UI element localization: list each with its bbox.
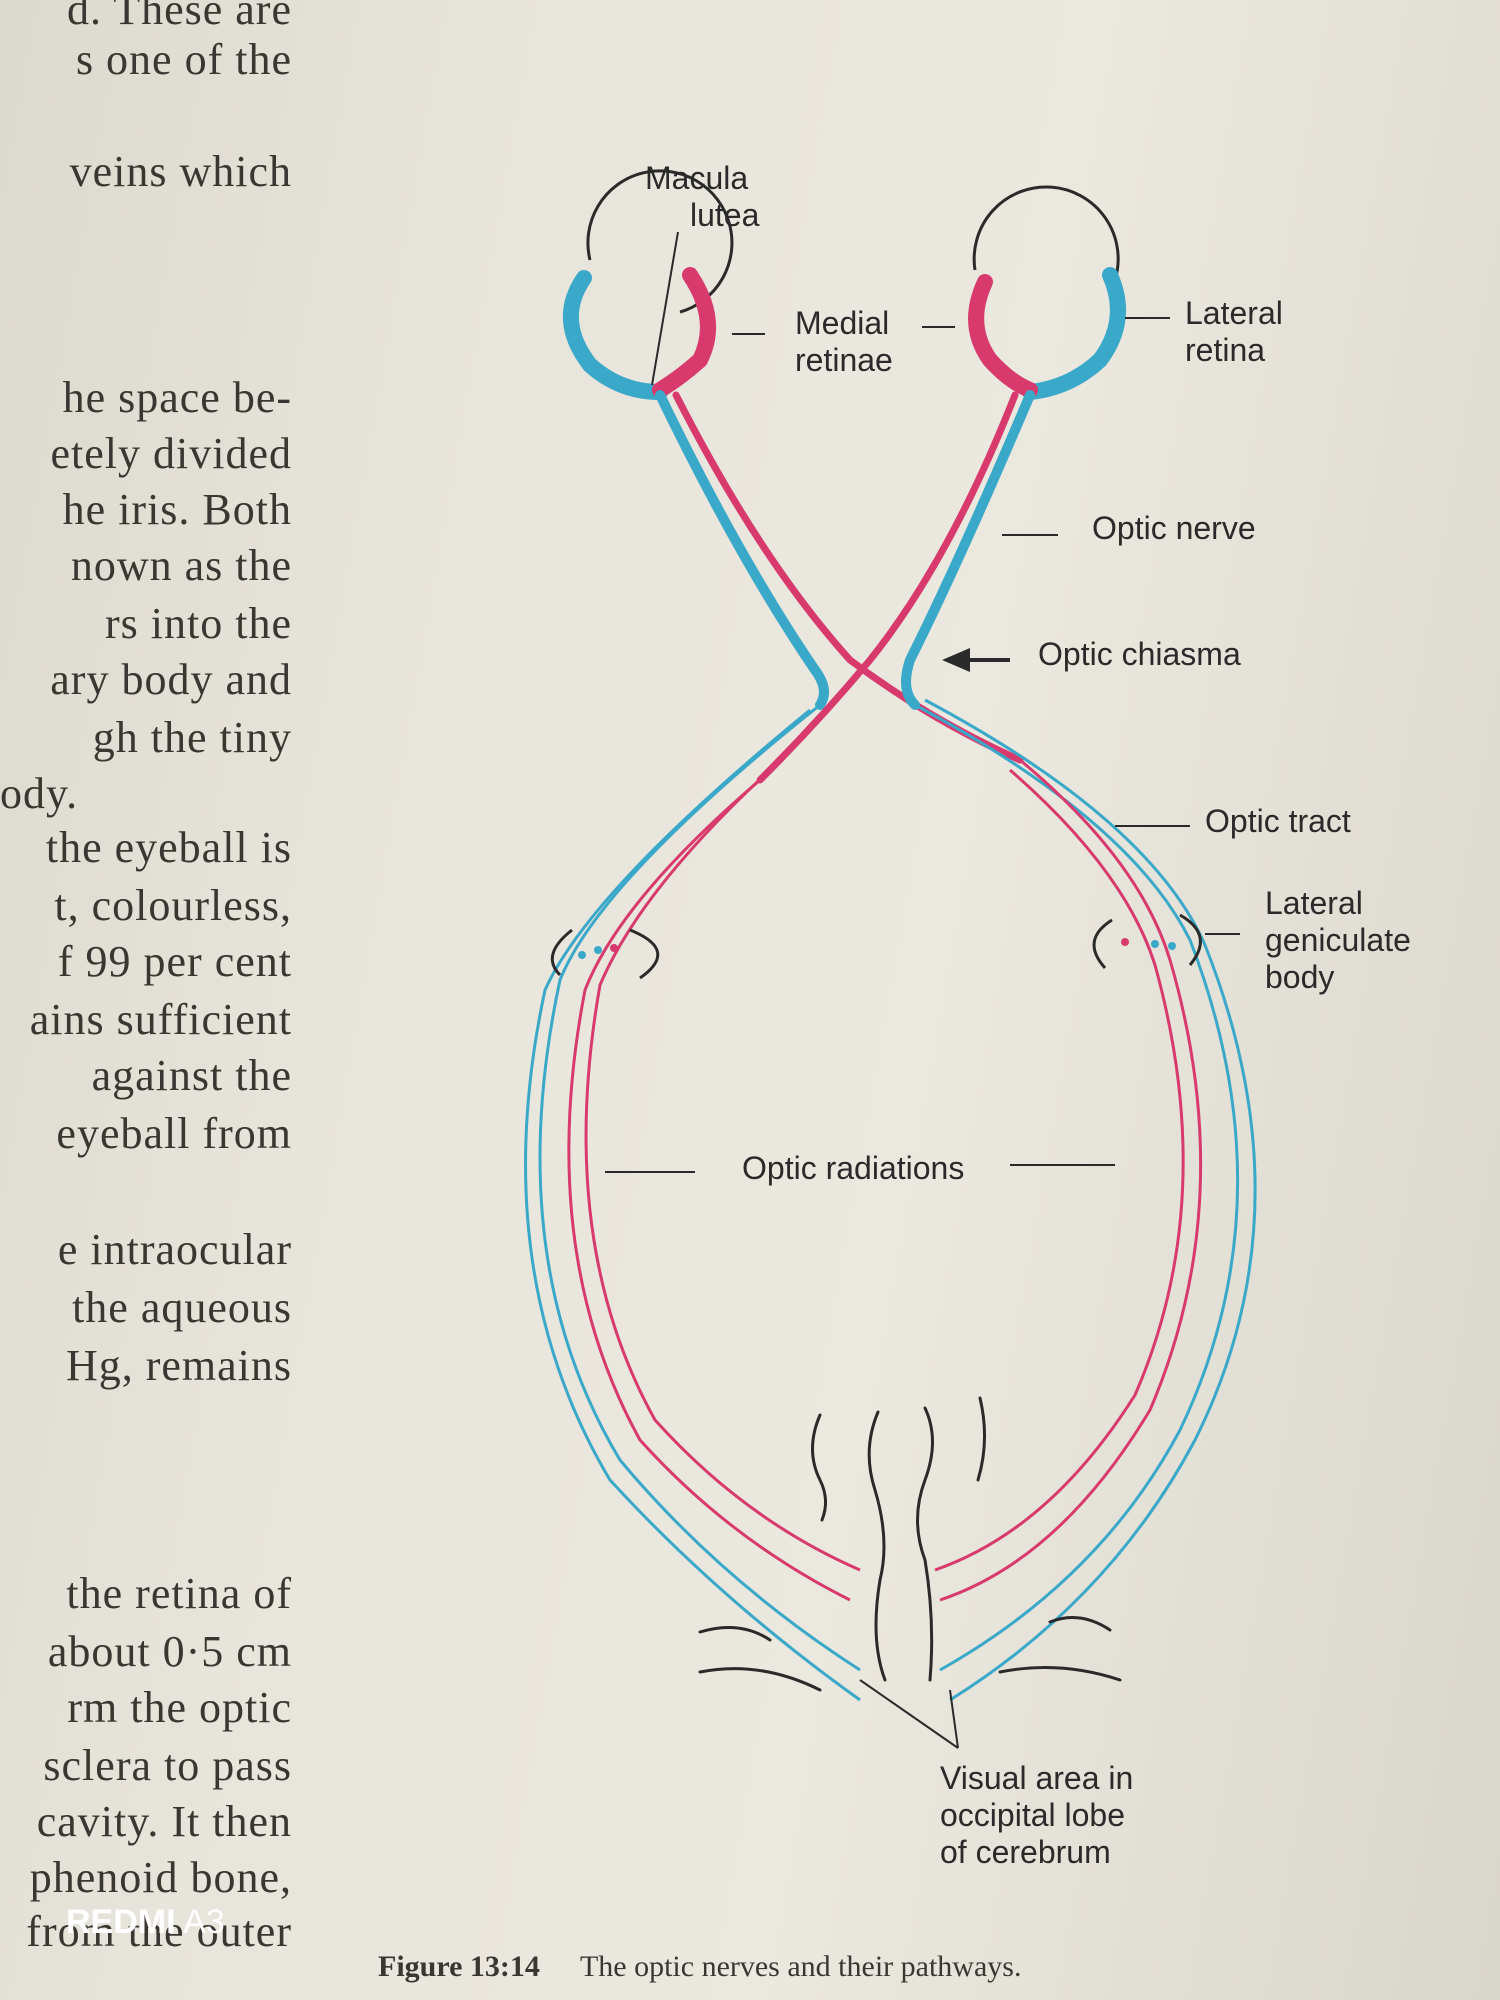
occipital-lobe-outline: [698, 1396, 1122, 1692]
label-leaders: [605, 317, 1240, 1173]
text-line: against the: [91, 1051, 292, 1100]
text-line: nown as the: [70, 541, 292, 590]
label-lateral-geniculate-body: Lateral geniculate body: [1265, 885, 1411, 996]
text-line: from the outer: [26, 1907, 292, 1956]
text-line: the aqueous: [72, 1283, 292, 1332]
text-line: veins which: [69, 147, 292, 196]
label-line: Lateral: [1185, 295, 1283, 331]
label-line: Lateral: [1265, 885, 1363, 921]
figure-number: Figure 13:14: [378, 1950, 540, 1983]
right-geniculate-body: [1092, 913, 1202, 969]
text-line: cavity. It then: [36, 1797, 292, 1846]
text-line: t, colourless,: [54, 881, 292, 930]
macula-pointer-line: [651, 231, 679, 386]
right-eyeball: [968, 185, 1126, 400]
optic-chiasma-arrow: [942, 648, 1010, 672]
label-line: lutea: [690, 197, 760, 233]
label-lateral-retina: Lateral retina: [1185, 295, 1283, 369]
label-optic-tract: Optic tract: [1205, 803, 1351, 839]
text-line: ary body and: [50, 655, 292, 704]
label-optic-chiasma: Optic chiasma: [1038, 636, 1241, 672]
left-text-column: d. These are s one of the veins which he…: [0, 0, 300, 2000]
text-line: about 0·5 cm: [47, 1627, 292, 1676]
label-line: body: [1265, 959, 1335, 995]
text-line: s one of the: [75, 35, 292, 84]
label-line: occipital lobe: [940, 1797, 1125, 1833]
left-eyeball: [562, 169, 734, 400]
label-visual-area: Visual area in occipital lobe of cerebru…: [940, 1760, 1133, 1871]
figure-caption-text: The optic nerves and their pathways.: [579, 1950, 1022, 1983]
left-geniculate-body: [550, 928, 660, 980]
left-optic-tract: [524, 703, 861, 1702]
label-line: Medial: [795, 305, 890, 341]
text-line: the eyeball is: [45, 823, 292, 872]
camera-watermark: REDMI A3: [66, 1903, 225, 1942]
optic-nerves: [655, 390, 1035, 784]
text-line: gh the tiny: [92, 713, 292, 762]
label-optic-radiations: Optic radiations: [742, 1150, 965, 1186]
text-line: the retina of: [66, 1569, 292, 1618]
visual-area-pointers: [859, 1679, 959, 1749]
label-line: Visual area in: [940, 1760, 1134, 1796]
text-line: ains sufficient: [29, 995, 292, 1044]
text-line: rm the optic: [67, 1683, 292, 1732]
text-line: phenoid bone,: [29, 1853, 292, 1902]
text-line: e intraocular: [57, 1225, 292, 1274]
text-line: Hg, remains: [65, 1341, 292, 1390]
text-line: he iris. Both: [62, 485, 292, 534]
figure-caption: Figure 13:14 The optic nerves and their p…: [378, 1950, 1021, 1984]
text-line: he space be-: [62, 373, 292, 422]
label-line: retinae: [795, 342, 893, 378]
text-line: f 99 per cent: [57, 937, 292, 986]
text-line: eyeball from: [56, 1109, 292, 1158]
text-line: sclera to pass: [43, 1741, 292, 1790]
text-line: rs into the: [105, 599, 292, 648]
watermark-model: A3: [183, 1903, 225, 1941]
label-optic-nerve: Optic nerve: [1092, 510, 1256, 546]
text-line: d. These are: [67, 0, 292, 34]
label-medial-retinae: Medial retinae: [795, 305, 893, 379]
text-line: etely divided: [50, 429, 292, 478]
label-line: geniculate: [1265, 922, 1411, 958]
text-line: ody.: [0, 769, 79, 818]
label-macula-lutea: Macula lutea: [645, 160, 759, 234]
label-line: Macula: [645, 160, 749, 196]
label-line: of cerebrum: [940, 1834, 1111, 1870]
right-optic-tract: [914, 698, 1257, 1702]
label-line: retina: [1185, 332, 1266, 368]
watermark-brand: REDMI: [66, 1903, 176, 1941]
